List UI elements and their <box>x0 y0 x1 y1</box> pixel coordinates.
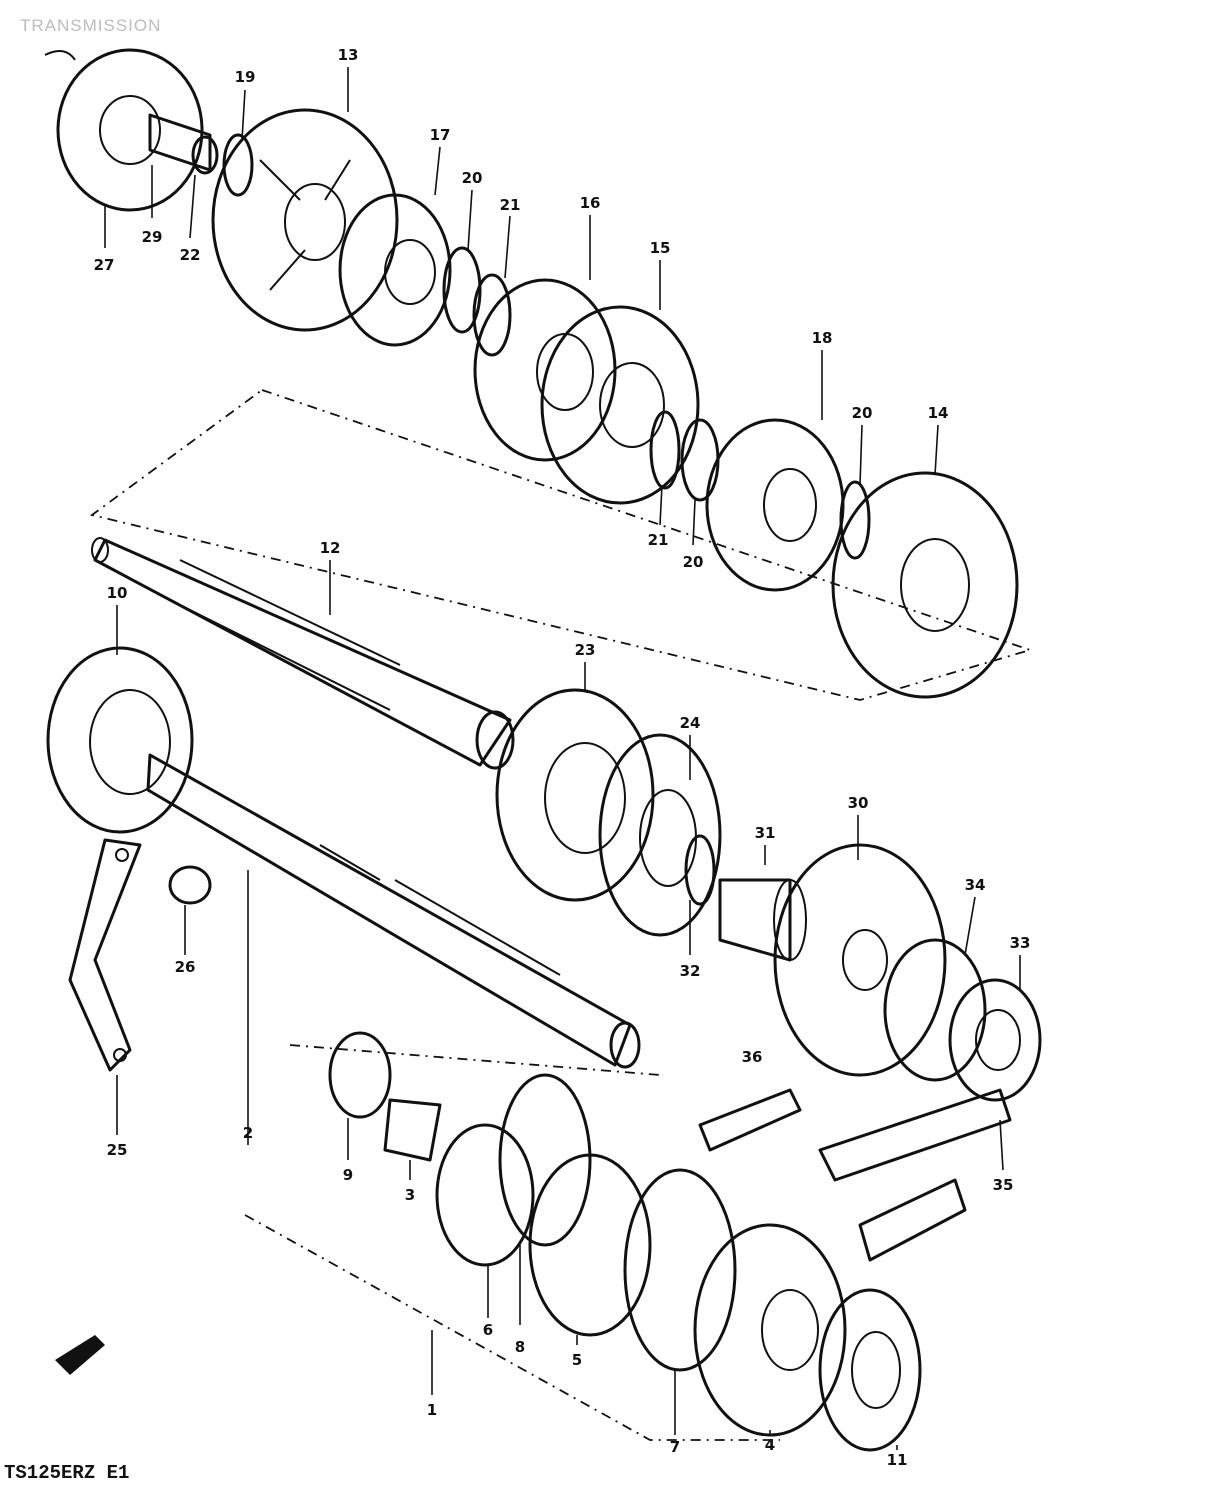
label-11: 11 <box>887 1451 908 1469</box>
label-9: 9 <box>343 1166 353 1184</box>
part-labels: 27 29 22 19 13 17 20 21 16 15 18 20 14 2… <box>94 46 1031 1469</box>
sprocket-30 <box>773 843 947 1077</box>
label-30: 30 <box>848 794 869 812</box>
gear-7 <box>623 1168 737 1372</box>
label-22: 22 <box>180 246 201 264</box>
label-23: 23 <box>575 641 596 659</box>
label-29: 29 <box>142 228 163 246</box>
label-31: 31 <box>755 824 776 842</box>
assembly-boundary-countershaft <box>89 389 1033 701</box>
label-6: 6 <box>483 1321 493 1339</box>
lock-washer-34 <box>883 938 987 1082</box>
bolt-26 <box>168 865 212 905</box>
label-21-top: 21 <box>500 196 521 214</box>
label-24: 24 <box>680 714 701 732</box>
label-32: 32 <box>680 962 701 980</box>
bearing-10 <box>46 646 194 834</box>
bearing-11 <box>818 1288 922 1452</box>
label-10: 10 <box>107 584 128 602</box>
label-27: 27 <box>94 256 115 274</box>
chain-joint-36 <box>698 1088 802 1152</box>
label-33: 33 <box>1010 934 1031 952</box>
label-13: 13 <box>338 46 359 64</box>
label-16: 16 <box>580 194 601 212</box>
label-2: 2 <box>243 1124 253 1142</box>
label-36: 36 <box>742 1048 763 1066</box>
gear-6 <box>435 1123 535 1267</box>
label-17: 17 <box>430 126 451 144</box>
label-26: 26 <box>175 958 196 976</box>
label-19: 19 <box>235 68 256 86</box>
bearing-23 <box>495 688 655 902</box>
gear-15 <box>540 305 700 505</box>
model-code: TS125ERZ E1 <box>4 1462 130 1484</box>
gear-8 <box>498 1073 592 1247</box>
washer-20-top <box>442 246 482 334</box>
label-3: 3 <box>405 1186 415 1204</box>
bushing-3 <box>383 1098 442 1162</box>
nut-33 <box>948 978 1042 1102</box>
gear-14 <box>831 471 1019 699</box>
gear-17 <box>338 193 452 347</box>
washer-20-mid <box>680 418 720 502</box>
washer-20-right <box>839 480 871 560</box>
label-35: 35 <box>993 1176 1014 1194</box>
diagram-header: TRANSMISSION <box>20 16 162 35</box>
label-5: 5 <box>572 1351 582 1369</box>
label-14: 14 <box>928 404 949 422</box>
label-21-mid: 21 <box>648 531 669 549</box>
label-8: 8 <box>515 1338 525 1356</box>
label-4: 4 <box>765 1436 775 1454</box>
gear-27 <box>44 48 204 212</box>
label-18: 18 <box>812 329 833 347</box>
driveshaft-2 <box>146 753 641 1069</box>
spacer-31 <box>718 878 807 962</box>
assembly-boundary-driveshaft <box>244 1044 780 1441</box>
gear-4 <box>693 1223 847 1437</box>
label-25: 25 <box>107 1141 128 1159</box>
label-15: 15 <box>650 239 671 257</box>
label-20-right: 20 <box>852 404 873 422</box>
gear-18 <box>705 418 845 592</box>
bushing-22 <box>191 135 219 175</box>
label-34: 34 <box>965 876 986 894</box>
gear-13 <box>211 108 399 332</box>
front-arrow-icon <box>55 1335 105 1375</box>
circlip-21-mid <box>649 410 681 490</box>
label-20-top: 20 <box>462 169 483 187</box>
label-7: 7 <box>670 1438 680 1456</box>
label-20-mid: 20 <box>683 553 704 571</box>
countershaft-12 <box>91 537 515 770</box>
chain-35 <box>818 1088 1012 1262</box>
o-ring-32 <box>684 834 716 906</box>
o-ring-9 <box>328 1031 392 1119</box>
gear-5 <box>528 1153 652 1337</box>
stopper-plate-25 <box>68 838 142 1072</box>
circlip-21-top <box>472 273 512 357</box>
label-1: 1 <box>427 1401 437 1419</box>
leader-lines <box>104 67 1021 1450</box>
label-12: 12 <box>320 539 341 557</box>
